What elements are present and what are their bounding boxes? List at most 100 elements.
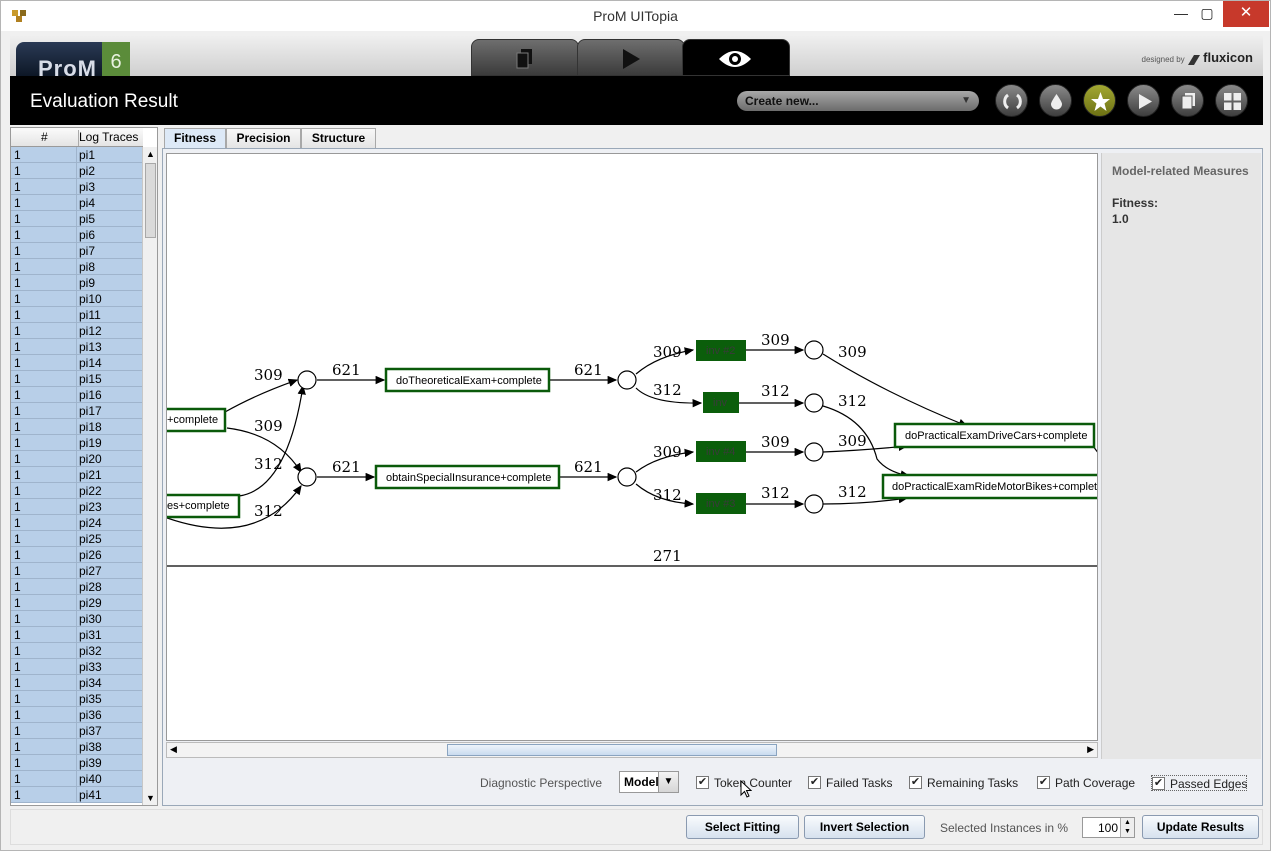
scroll-right-icon[interactable]: ▶ xyxy=(1087,744,1094,754)
drop-button[interactable] xyxy=(1039,84,1072,117)
update-results-button[interactable]: Update Results xyxy=(1142,815,1259,839)
invisible-transition[interactable] xyxy=(696,340,746,361)
column-header-count[interactable]: # xyxy=(41,130,48,144)
invisible-transition[interactable] xyxy=(696,441,746,462)
invert-selection-button[interactable]: Invert Selection xyxy=(804,815,925,839)
run-button[interactable] xyxy=(1127,84,1160,117)
perspective-select[interactable]: Model ▼ xyxy=(619,771,679,793)
selected-instances-spinner[interactable]: 100 ▲▼ xyxy=(1082,817,1135,838)
place-circle[interactable] xyxy=(297,370,317,390)
scroll-down-icon[interactable]: ▼ xyxy=(146,793,155,803)
place-circle[interactable] xyxy=(617,467,637,487)
transition-node[interactable] xyxy=(167,407,227,433)
scroll-thumb[interactable] xyxy=(145,163,156,238)
refresh-button[interactable] xyxy=(995,84,1028,117)
place-circle[interactable] xyxy=(804,393,824,413)
passed-edges-checkbox[interactable]: ✔ Passed Edges xyxy=(1151,775,1247,791)
spinner-arrows-icon[interactable]: ▲▼ xyxy=(1120,818,1134,837)
checkbox-box[interactable]: ✔ xyxy=(909,776,922,789)
copy-button[interactable] xyxy=(1171,84,1204,117)
checkbox-box[interactable]: ✔ xyxy=(808,776,821,789)
checkbox-box[interactable]: ✔ xyxy=(696,776,709,789)
spinner-value[interactable]: 100 xyxy=(1097,821,1118,835)
select-fitting-button[interactable]: Select Fitting xyxy=(686,815,799,839)
invisible-transition[interactable] xyxy=(696,493,746,514)
transition-node[interactable] xyxy=(893,422,1096,449)
close-button[interactable]: ✕ xyxy=(1223,1,1269,27)
tab-actions[interactable] xyxy=(577,39,685,76)
place-circle[interactable] xyxy=(804,442,824,462)
favorite-button[interactable] xyxy=(1083,84,1116,117)
tab-precision[interactable]: Precision xyxy=(226,128,301,149)
tab-structure[interactable]: Structure xyxy=(301,128,376,149)
scroll-up-icon[interactable]: ▲ xyxy=(146,149,155,159)
invisible-transition[interactable] xyxy=(703,392,739,413)
scroll-thumb[interactable] xyxy=(447,744,777,756)
place-circle[interactable] xyxy=(617,370,637,390)
tab-views[interactable] xyxy=(682,39,790,76)
vertical-scrollbar[interactable]: ▲ ▼ xyxy=(142,147,157,805)
horizontal-scrollbar[interactable]: ◀ ▶ xyxy=(166,742,1098,758)
tab-workspace[interactable] xyxy=(471,39,579,76)
grid-button[interactable] xyxy=(1215,84,1248,117)
transition-node[interactable] xyxy=(881,473,1098,500)
petri-net-canvas[interactable]: +complete es+complete doTheoreticalExam+… xyxy=(166,153,1098,741)
place-circle[interactable] xyxy=(804,340,824,360)
minimize-button[interactable]: — xyxy=(1174,5,1188,21)
transition-node[interactable] xyxy=(167,493,241,519)
chevron-down-icon[interactable]: ▼ xyxy=(658,772,678,792)
place-circle[interactable] xyxy=(297,467,317,487)
maximize-button[interactable]: ▢ xyxy=(1200,5,1214,21)
checkbox-box[interactable]: ✔ xyxy=(1037,776,1050,789)
column-header-log-traces[interactable]: Log Traces xyxy=(79,130,139,144)
checkbox-box[interactable]: ✔ xyxy=(1152,777,1165,790)
scroll-left-icon[interactable]: ◀ xyxy=(170,744,177,754)
create-new-dropdown[interactable]: Create new... ▼ xyxy=(737,91,979,111)
transition-node[interactable] xyxy=(374,464,561,490)
tab-fitness[interactable]: Fitness xyxy=(164,128,226,149)
place-circle[interactable] xyxy=(804,494,824,514)
transition-node[interactable] xyxy=(384,367,551,393)
